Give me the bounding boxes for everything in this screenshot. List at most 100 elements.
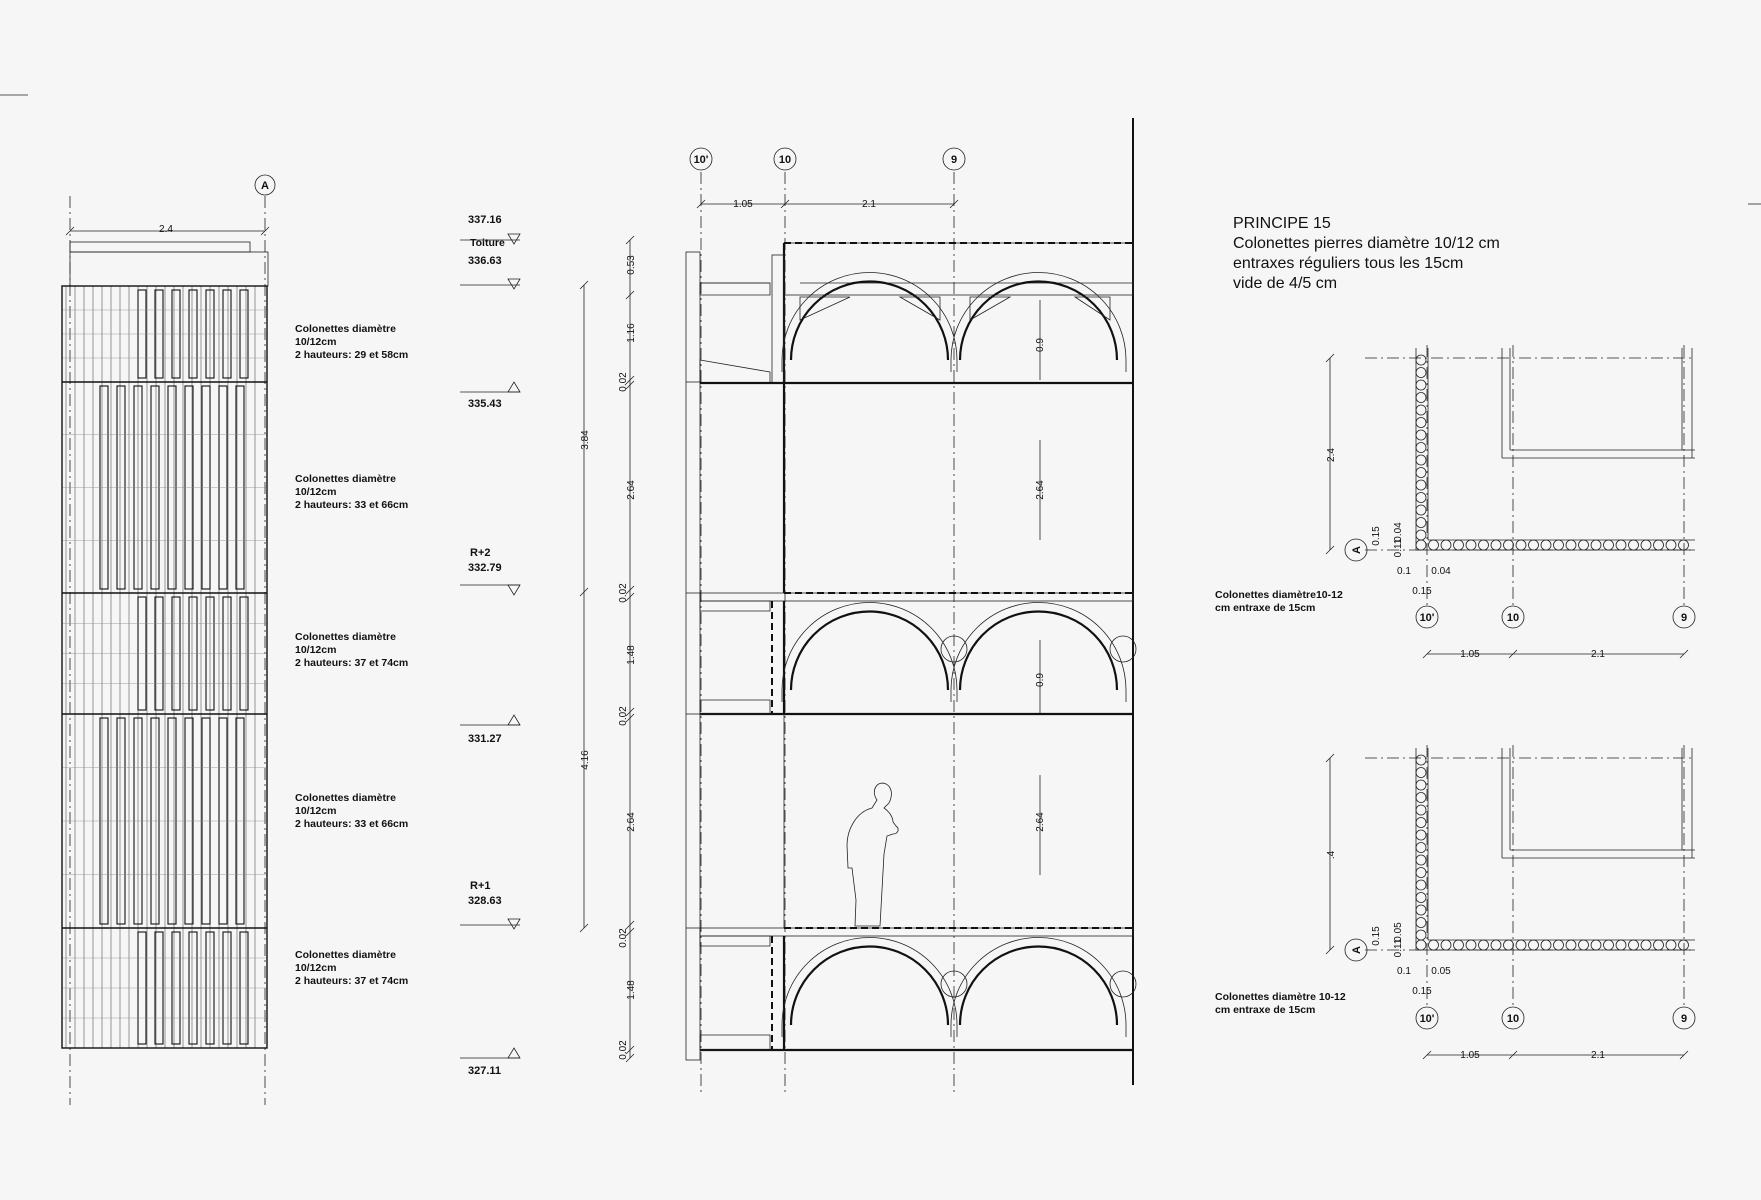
colonette-circle bbox=[1415, 854, 1427, 866]
title-line-4: vide de 4/5 cm bbox=[1233, 275, 1337, 292]
detail-dim-148-b: 1.48 bbox=[626, 980, 637, 1000]
plan-top-grid-label-10prime: 10' bbox=[1420, 612, 1435, 624]
colonette-circle bbox=[1415, 517, 1427, 528]
arch-extrados bbox=[950, 272, 1127, 361]
colonette-circle bbox=[1415, 792, 1427, 803]
note-5-line1: Colonettes diamètre bbox=[295, 949, 396, 961]
elevation-column-pattern bbox=[62, 286, 267, 1048]
grid-label-9: 9 bbox=[951, 154, 957, 166]
colonette-circle bbox=[1640, 539, 1652, 551]
colonette-circle bbox=[1465, 539, 1477, 551]
plan-top-dim-015: 0.15 bbox=[1371, 526, 1382, 546]
title-line-3: entraxes réguliers tous les 15cm bbox=[1233, 255, 1463, 272]
colonette-circle bbox=[1478, 539, 1489, 551]
colonette-circle bbox=[1415, 779, 1427, 791]
detail-dim-264-b: 2.64 bbox=[626, 812, 637, 832]
level-328-63: 328.63 bbox=[468, 895, 502, 907]
colonette-circle bbox=[1615, 539, 1627, 551]
colonette-circle bbox=[1415, 429, 1427, 441]
colonette-circle bbox=[1415, 829, 1427, 841]
inner-dim-264-a: 2.64 bbox=[1035, 480, 1046, 500]
colonette-circle bbox=[1628, 539, 1639, 551]
plan-top-dim-105: 1.05 bbox=[1460, 649, 1480, 660]
colonette-circle bbox=[1415, 904, 1427, 916]
plan-top-grid-bubble-A bbox=[1344, 538, 1368, 562]
dimension-tick bbox=[625, 592, 635, 602]
colonette-circle bbox=[1590, 939, 1602, 951]
dimension-tick bbox=[625, 290, 635, 300]
plan-bottom-grid-bubble-10 bbox=[1501, 1006, 1525, 1030]
colonette-circle bbox=[1678, 939, 1689, 951]
section-arches bbox=[781, 272, 1127, 1037]
level-label-r2: R+2 bbox=[470, 547, 491, 559]
person-silhouette bbox=[846, 782, 899, 927]
arch bbox=[958, 280, 1119, 361]
colonette-circle bbox=[1415, 417, 1427, 428]
dimension-tick bbox=[625, 1045, 635, 1055]
plan-bottom-dim-015: 0.15 bbox=[1371, 926, 1382, 946]
plan-bottom-grid-label-10: 10 bbox=[1507, 1013, 1519, 1025]
inner-dim-264-b: 2.64 bbox=[1035, 812, 1046, 832]
grid-bubble-A bbox=[254, 174, 276, 196]
level-332-79: 332.79 bbox=[468, 562, 502, 574]
arch bbox=[789, 280, 950, 361]
plan-top-grid-label-A: A bbox=[1351, 546, 1363, 554]
colonette-circle bbox=[1415, 404, 1427, 416]
plan-top-dim-01: 0.1 bbox=[1397, 566, 1411, 577]
note-5-line3: 2 hauteurs: 37 et 74cm bbox=[295, 975, 408, 987]
colonette-circle bbox=[1490, 939, 1502, 951]
colonette-circle bbox=[1515, 939, 1527, 951]
note-1-line1: Colonettes diamètre bbox=[295, 323, 396, 335]
dimension-tick bbox=[625, 380, 635, 390]
colonette-circle bbox=[1540, 539, 1552, 551]
plan-bottom-dim-005: 0.05 bbox=[1393, 922, 1404, 942]
note-4-line2: 10/12cm bbox=[295, 805, 336, 817]
section-dim-21: 2.1 bbox=[862, 199, 876, 210]
oculus bbox=[1109, 970, 1137, 998]
colonette-circle bbox=[1665, 939, 1677, 951]
detail-dim-002-b: 0.02 bbox=[618, 583, 629, 603]
colonette-circle bbox=[1415, 354, 1427, 366]
level-336-63: 336.63 bbox=[468, 255, 502, 267]
colonette-circle bbox=[1590, 539, 1602, 551]
oculus bbox=[940, 970, 968, 998]
arch-extrados bbox=[781, 937, 958, 1026]
detail-dim-148-a: 1.48 bbox=[626, 645, 637, 665]
arch-extrados bbox=[781, 602, 958, 691]
grid-label-10: 10 bbox=[779, 154, 791, 166]
plan-top-dim-015-h: 0.15 bbox=[1412, 586, 1432, 597]
grid-bubble-10 bbox=[773, 147, 797, 171]
plan-top-dim-004: 0.04 bbox=[1393, 522, 1404, 542]
plan-bottom-grid-bubble-A bbox=[1344, 938, 1368, 962]
dimension-tick bbox=[625, 375, 635, 385]
colonette-circle bbox=[1415, 804, 1427, 816]
colonette-circle bbox=[1415, 454, 1427, 466]
colonette-circle bbox=[1415, 917, 1427, 928]
colonette-circle bbox=[1428, 539, 1439, 551]
section-dim-105: 1.05 bbox=[733, 199, 753, 210]
colonette-circle bbox=[1515, 539, 1527, 551]
detail-dim-002-a: 0.02 bbox=[618, 372, 629, 392]
plan-bottom-height-dim: .4 bbox=[1326, 850, 1337, 859]
oculus bbox=[1109, 635, 1137, 663]
colonette-circle bbox=[1503, 939, 1514, 951]
plan-top-height-dim: 2.4 bbox=[1326, 448, 1337, 462]
colonette-circle bbox=[1653, 939, 1664, 951]
colonette-circle bbox=[1415, 442, 1427, 453]
level-label-r1: R+1 bbox=[470, 880, 491, 892]
colonette-circle bbox=[1628, 939, 1639, 951]
plan-bottom-column-circles bbox=[1415, 754, 1689, 951]
colonette-circle bbox=[1415, 529, 1427, 541]
dimension-tick bbox=[625, 920, 635, 930]
note-1-line3: 2 hauteurs: 29 et 58cm bbox=[295, 349, 408, 361]
dimension-tick bbox=[625, 927, 635, 937]
colonette-circle bbox=[1415, 867, 1427, 878]
colonette-circle bbox=[1415, 479, 1427, 491]
colonette-circle bbox=[1603, 539, 1614, 551]
colonette-circle bbox=[1578, 539, 1589, 551]
colonette-circle bbox=[1565, 539, 1577, 551]
section-drawing: 10' 10 9 1.05 2.1 3.84 4.16 0.53 1.16 0.… bbox=[579, 118, 1137, 1095]
colonette-circle bbox=[1415, 392, 1427, 403]
detail-dim-264-a: 2.64 bbox=[626, 480, 637, 500]
